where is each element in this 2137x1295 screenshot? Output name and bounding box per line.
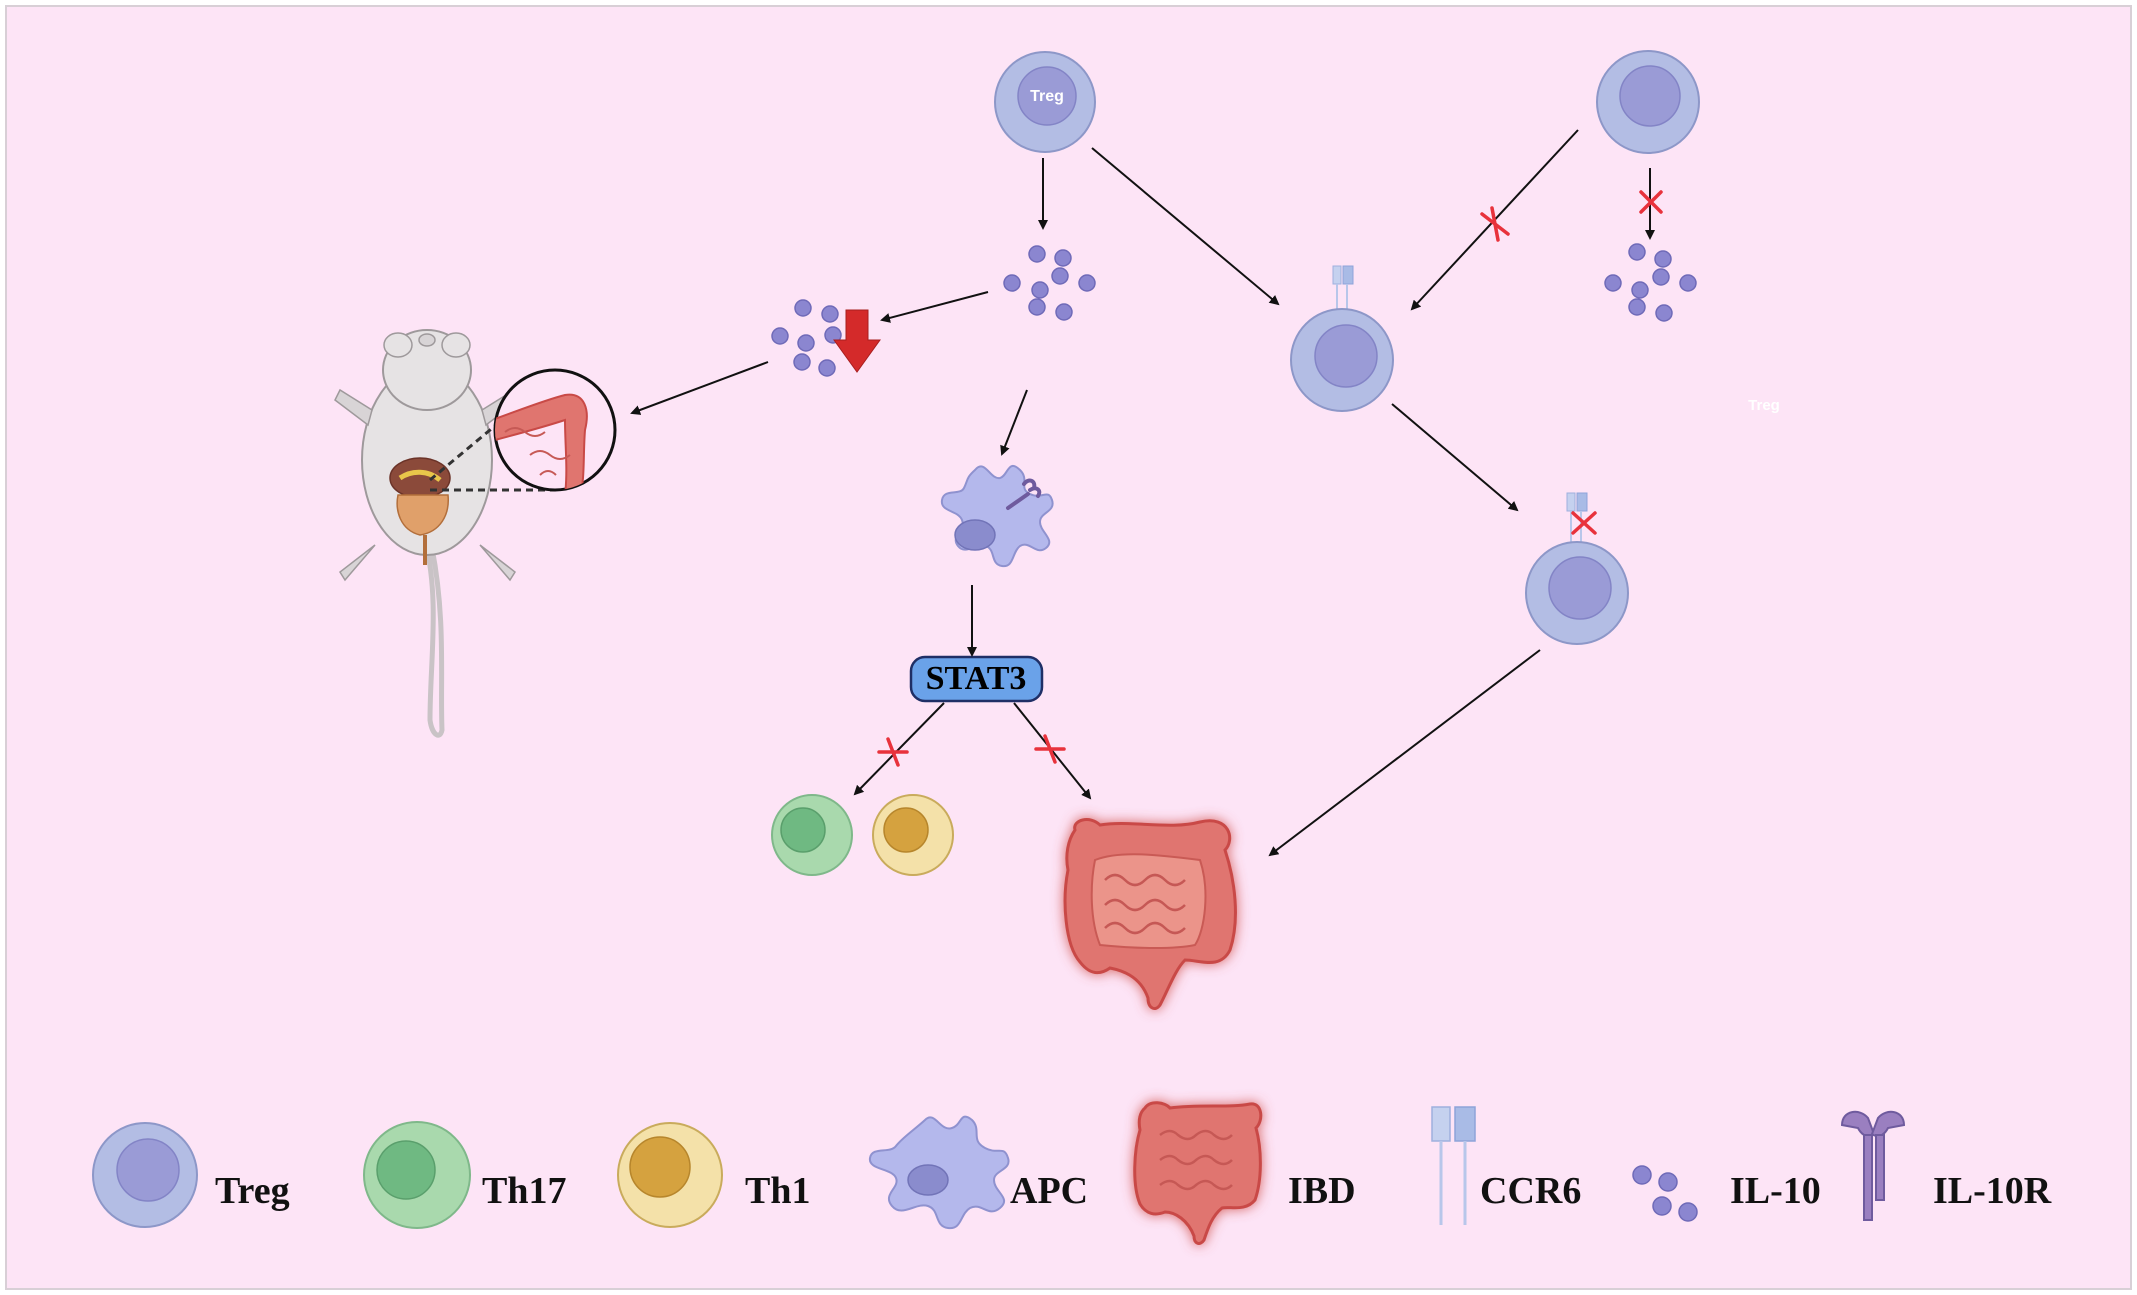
legend-label-th17: Th17 xyxy=(482,1170,566,1212)
il10r-receptor-icon xyxy=(1840,1110,1906,1221)
legend-item-il10: IL-10 xyxy=(1632,1165,1821,1222)
apc-cell-center xyxy=(940,464,1054,568)
block-marks xyxy=(877,190,1663,767)
treg-cell-label: Treg xyxy=(1030,88,1064,105)
legend-label-treg: Treg xyxy=(215,1170,290,1212)
il10-cluster-left xyxy=(771,299,842,377)
legend-label-il10r: IL-10R xyxy=(1933,1170,2052,1212)
mouse-illustration xyxy=(334,329,555,738)
treg-cell-ccr6-blocked xyxy=(1525,492,1629,645)
legend: Treg Th17 Th1 APC IBD xyxy=(92,1101,2052,1245)
legend-item-ccr6: CCR6 xyxy=(1431,1106,1581,1225)
diagram-background xyxy=(5,5,2132,1290)
legend-item-ibd: IBD xyxy=(1133,1101,1356,1245)
il10-cluster-center xyxy=(1003,245,1096,321)
il10-cluster-right xyxy=(1604,243,1697,322)
treg-cell-top: Treg xyxy=(994,51,1096,153)
legend-item-il10r: IL-10R xyxy=(1840,1110,2052,1221)
treg-cell-top-right xyxy=(1596,50,1700,154)
legend-label-ccr6: CCR6 xyxy=(1480,1170,1581,1212)
legend-label-th1: Th1 xyxy=(745,1170,810,1212)
legend-label-il10: IL-10 xyxy=(1730,1170,1821,1212)
legend-item-th17: Th17 xyxy=(363,1121,566,1229)
legend-label-apc: APC xyxy=(1010,1170,1088,1212)
il10-molecule-icon xyxy=(1632,1165,1698,1222)
treg-cell-ccr6 xyxy=(1290,265,1394,412)
pathway-arrows xyxy=(630,129,1655,857)
colon-icon xyxy=(1133,1101,1263,1245)
th1-cell-center xyxy=(872,794,954,876)
ccr6-receptor-icon xyxy=(1431,1106,1476,1225)
legend-item-th1: Th1 xyxy=(617,1122,810,1228)
th17-cell-center xyxy=(771,794,853,876)
legend-label-ibd: IBD xyxy=(1288,1170,1356,1212)
legend-item-treg: Treg xyxy=(92,1122,290,1228)
colon-zoom-inset xyxy=(493,368,617,492)
stat3-node: STAT3 xyxy=(909,655,1044,703)
decrease-arrow-icon xyxy=(833,309,881,373)
floating-treg-label: Treg xyxy=(1748,397,1780,414)
legend-item-apc: APC xyxy=(868,1115,1088,1230)
stat3-label: STAT3 xyxy=(926,660,1027,697)
ibd-colon-center xyxy=(1063,818,1237,1010)
